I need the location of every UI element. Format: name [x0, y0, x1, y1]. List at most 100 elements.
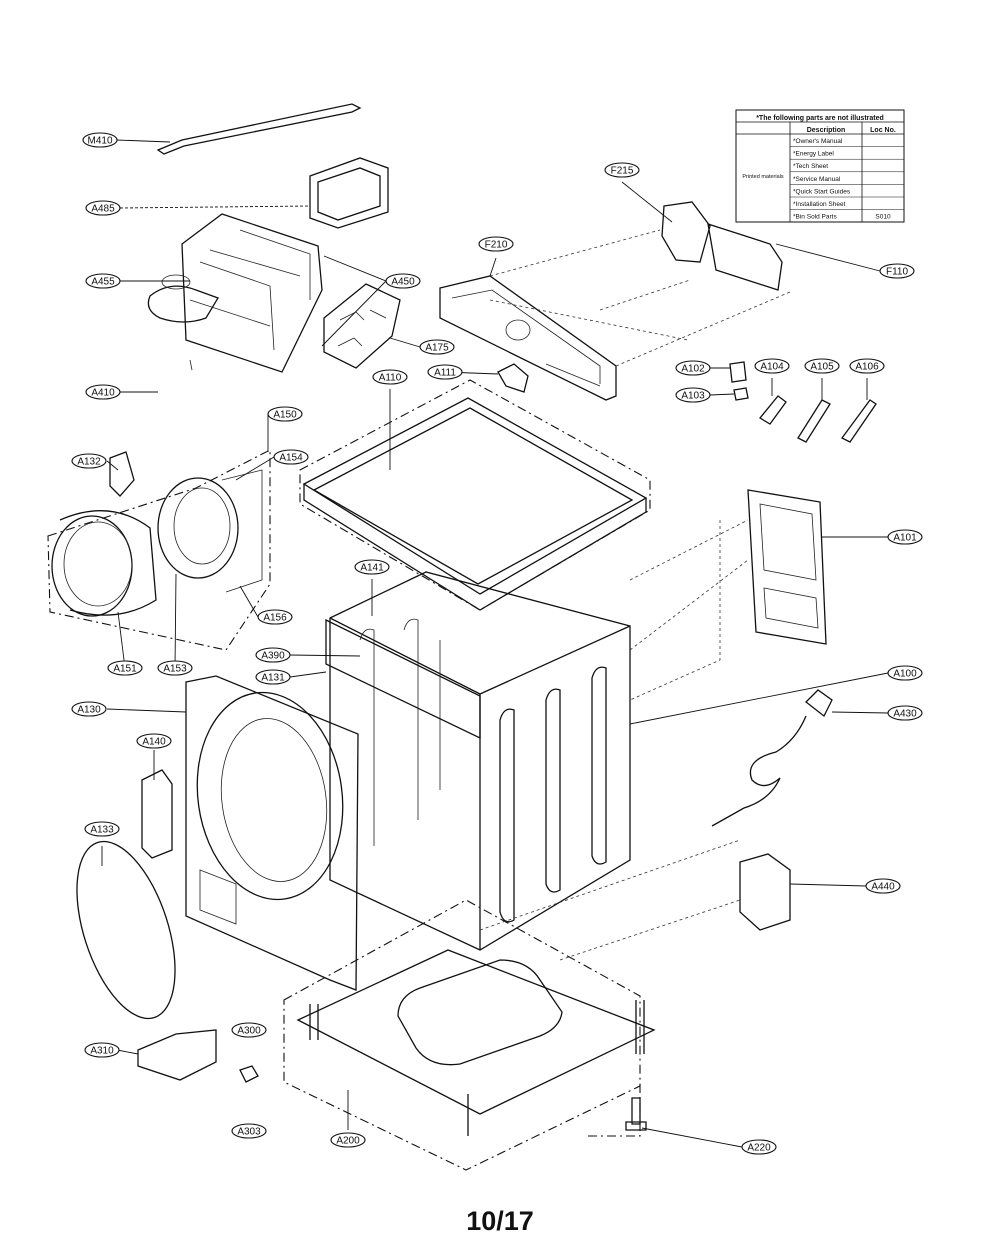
callout-a310: A310 — [84, 1042, 120, 1058]
callout-label: A110 — [379, 373, 402, 384]
callout-oval — [273, 449, 309, 465]
callout-label: A104 — [760, 362, 784, 373]
a132-hinge-drawing — [109, 451, 135, 497]
a220-group-outline — [588, 1080, 641, 1137]
callout-label: A141 — [360, 563, 384, 574]
a130-front-panel-drawing — [185, 675, 359, 991]
callout-oval — [675, 387, 711, 403]
callout-oval — [255, 647, 291, 663]
callout-a131: A131 — [255, 669, 291, 685]
callout-label: A485 — [91, 204, 115, 215]
callout-a101: A101 — [887, 529, 923, 545]
callout-oval — [85, 384, 121, 400]
a154-gasket-inner — [173, 487, 231, 565]
callout-label: A440 — [871, 882, 895, 893]
callout-oval — [330, 1132, 366, 1148]
callout-label: A154 — [279, 453, 303, 464]
callout-oval — [478, 236, 514, 252]
a200-base-drawing — [296, 949, 656, 1115]
callout-a175: A175 — [419, 339, 455, 355]
callout-a132: A132 — [71, 453, 107, 469]
a130-door-opening-inner — [220, 718, 328, 882]
a110-top-plate-inner — [312, 407, 634, 585]
callout-oval — [865, 878, 901, 894]
a175-clip-drawing — [323, 283, 401, 369]
a101-rear-panel-drawing — [747, 489, 827, 645]
callout-a105: A105 — [804, 358, 840, 374]
f110-pcb-drawing — [707, 223, 783, 291]
callout-oval — [136, 733, 172, 749]
a140-hinge-drawing — [141, 769, 173, 859]
table-col-description: Description — [807, 127, 846, 134]
callout-label: F215 — [611, 166, 634, 177]
a410-valve-top — [161, 274, 191, 290]
table-row-description: *Service Manual — [793, 176, 841, 183]
leader-lines — [101, 139, 889, 1148]
a200-base-opening — [397, 959, 563, 1066]
callout-a430: A430 — [887, 705, 923, 721]
a100-cabinet-ribs — [499, 666, 607, 923]
callout-label: A151 — [113, 664, 137, 675]
callout-label: A130 — [77, 705, 101, 716]
a175-clip-detail — [337, 309, 387, 347]
table-row-loc: S010 — [875, 214, 891, 221]
page-number: 10/17 — [466, 1206, 534, 1236]
a455-pcb-drawing — [181, 213, 323, 373]
callout-label: A101 — [893, 533, 917, 544]
callout-oval — [419, 339, 455, 355]
table-row-description: *Bin Sold Parts — [793, 214, 837, 221]
callout-oval — [231, 1123, 267, 1139]
a220-leg-drawing — [625, 1097, 647, 1131]
callout-oval — [887, 665, 923, 681]
callout-a133: A133 — [84, 821, 120, 837]
callout-label: F210 — [485, 240, 508, 251]
a440-filter-drawing — [739, 853, 791, 931]
callout-label: A310 — [90, 1046, 114, 1057]
table-group-label: Printed materials — [742, 174, 784, 180]
callout-oval — [675, 360, 711, 376]
callout-oval — [84, 1042, 120, 1058]
m410-bracket-drawing — [156, 103, 362, 155]
callout-oval — [385, 273, 421, 289]
callout-label: A220 — [747, 1143, 771, 1154]
callout-label: A140 — [142, 737, 166, 748]
callout-oval — [427, 364, 463, 380]
a485-module-drawing — [309, 157, 389, 229]
callout-oval — [257, 609, 293, 625]
a440-projection-lines — [479, 839, 741, 961]
callout-label: A390 — [261, 651, 285, 662]
a102-part-drawing — [729, 361, 747, 383]
callout-oval — [107, 660, 143, 676]
a410-valve-drawing — [147, 285, 219, 323]
callout-oval — [157, 660, 193, 676]
a200-group-outline — [283, 899, 641, 1171]
callout-a106: A106 — [849, 358, 885, 374]
callout-oval — [71, 453, 107, 469]
callout-label: A430 — [893, 709, 917, 720]
callout-oval — [85, 273, 121, 289]
callout-oval — [231, 1022, 267, 1038]
callout-f215: F215 — [604, 162, 640, 178]
callout-oval — [71, 701, 107, 717]
f210-panel-detail — [451, 289, 601, 384]
callout-oval — [267, 406, 303, 422]
a100-cabinet-outline — [329, 571, 631, 951]
callout-a303: A303 — [231, 1123, 267, 1139]
callout-oval — [804, 358, 840, 374]
callout-a455: A455 — [85, 273, 121, 289]
callout-oval — [849, 358, 885, 374]
a455-pcb-detail — [189, 229, 311, 351]
a154-gasket-drawing — [157, 477, 239, 579]
callout-a220: A220 — [741, 1139, 777, 1155]
callout-label: A410 — [91, 388, 115, 399]
callout-label: M410 — [87, 136, 112, 147]
callout-label: A106 — [855, 362, 879, 373]
callout-f110: F110 — [879, 263, 915, 279]
table-row-description: *Owner's Manual — [793, 138, 843, 145]
callout-label: A150 — [273, 410, 297, 421]
a130-label-area — [199, 869, 237, 925]
callout-a111: A111 — [427, 364, 463, 380]
callout-a300: A300 — [231, 1022, 267, 1038]
f210-buttons — [545, 363, 601, 387]
a104-part-drawing — [759, 395, 787, 425]
